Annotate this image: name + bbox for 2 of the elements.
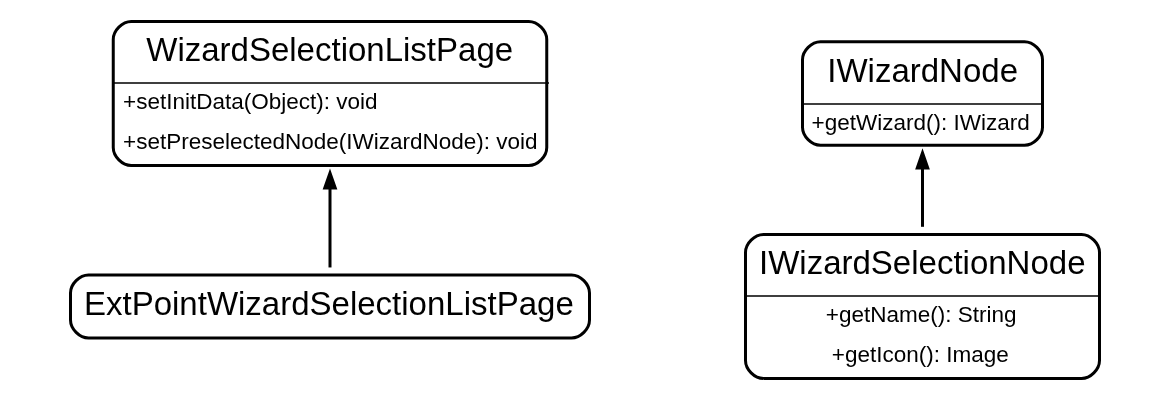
arrow [322, 168, 337, 268]
arrow [914, 148, 930, 227]
